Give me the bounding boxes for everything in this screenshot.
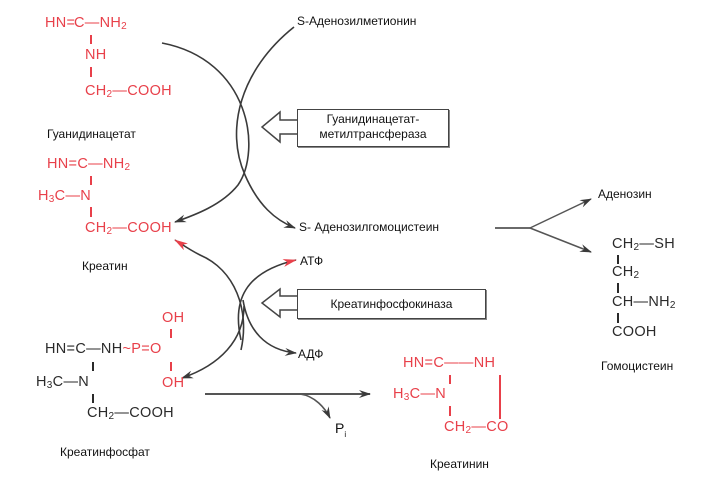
bond — [449, 406, 451, 416]
ring-bond — [499, 375, 501, 419]
homocysteine-row4: COOH — [612, 324, 657, 340]
creatine-phosphate-row3: CH2—COOH — [87, 405, 174, 422]
enzyme-gamt-box: Гуанидинацетат- метилтрансфераза — [297, 109, 449, 147]
bond — [90, 207, 92, 217]
guanidinoacetate-row3: CH2—COOH — [85, 83, 172, 100]
bond — [90, 67, 92, 77]
creatine-row3: CH2—COOH — [85, 220, 172, 237]
ck-hollow-arrow — [260, 287, 298, 319]
enzyme-gamt-line2: метилтрансфераза — [319, 127, 427, 141]
creatine-row2: H3C—N — [38, 188, 92, 205]
adp-label: АДФ — [298, 347, 324, 361]
arrow-adp-to-atp — [237, 259, 297, 341]
phosphate-oh-top: OH — [162, 310, 185, 326]
creatinine-label: Креатинин — [430, 457, 489, 471]
gamt-hollow-arrow — [260, 110, 298, 144]
phosphate-oh-bottom: OH — [162, 375, 185, 391]
bond — [90, 35, 92, 44]
arrow-to-adenosine — [529, 198, 592, 229]
arrow-to-adp — [242, 299, 297, 356]
inorganic-phosphate-label: Pi — [335, 420, 347, 439]
arrow-to-pi — [299, 393, 331, 419]
arrow-sam-to-sah — [235, 26, 296, 229]
arrow-guanidinoacetate-to-creatine — [161, 42, 250, 223]
creatine-phosphate-label: Креатинфосфат — [60, 445, 150, 459]
guanidinoacetate-row2: NH — [85, 47, 107, 63]
creatinine-row3: CH2—CO — [444, 419, 509, 436]
homocysteine-label: Гомоцистеин — [601, 359, 674, 373]
bond — [617, 283, 619, 293]
bond — [170, 362, 172, 371]
adenosine-label: Аденозин — [598, 187, 652, 201]
bond — [617, 313, 619, 323]
homocysteine-row3: CH—NH2 — [612, 294, 676, 311]
creatine-phosphate-row2: H3C—N — [36, 374, 90, 391]
homocysteine-row1: CH2—SH — [612, 236, 675, 253]
arrow-creatine-phosphate-to-creatine — [174, 239, 245, 351]
bond — [92, 362, 94, 371]
bond — [449, 375, 451, 384]
creatine-row1: HN=C—NH2 — [47, 156, 131, 173]
creatine-phosphate-row1: HN=C—NH~P=O — [45, 341, 162, 357]
creatinine-row1: HN=C——NH — [403, 355, 496, 371]
atp-label: АТФ — [300, 254, 324, 268]
bond — [90, 176, 92, 185]
bond — [92, 394, 94, 403]
sah-label: S- Аденозилгомоцистеин — [299, 220, 440, 234]
enzyme-ck-box: Креатинфосфокиназа — [297, 289, 486, 319]
sam-label: S-Аденозилметионин — [297, 14, 417, 28]
creatine-label: Креатин — [82, 259, 128, 273]
enzyme-gamt-line1: Гуанидинацетат- — [326, 112, 420, 126]
bond — [617, 255, 619, 264]
guanidinoacetate-row1: HN=C—NH2 — [45, 15, 128, 32]
homocysteine-row2: CH2 — [612, 264, 640, 281]
arrow-creatine-to-creatine-phosphate — [181, 305, 245, 379]
arrow-to-homocysteine — [529, 227, 592, 253]
creatinine-row2: H3C—N — [393, 386, 447, 403]
guanidinoacetate-label: Гуанидинацетат — [47, 127, 136, 141]
enzyme-ck-label: Креатинфосфокиназа — [330, 297, 453, 311]
bond — [170, 329, 172, 338]
